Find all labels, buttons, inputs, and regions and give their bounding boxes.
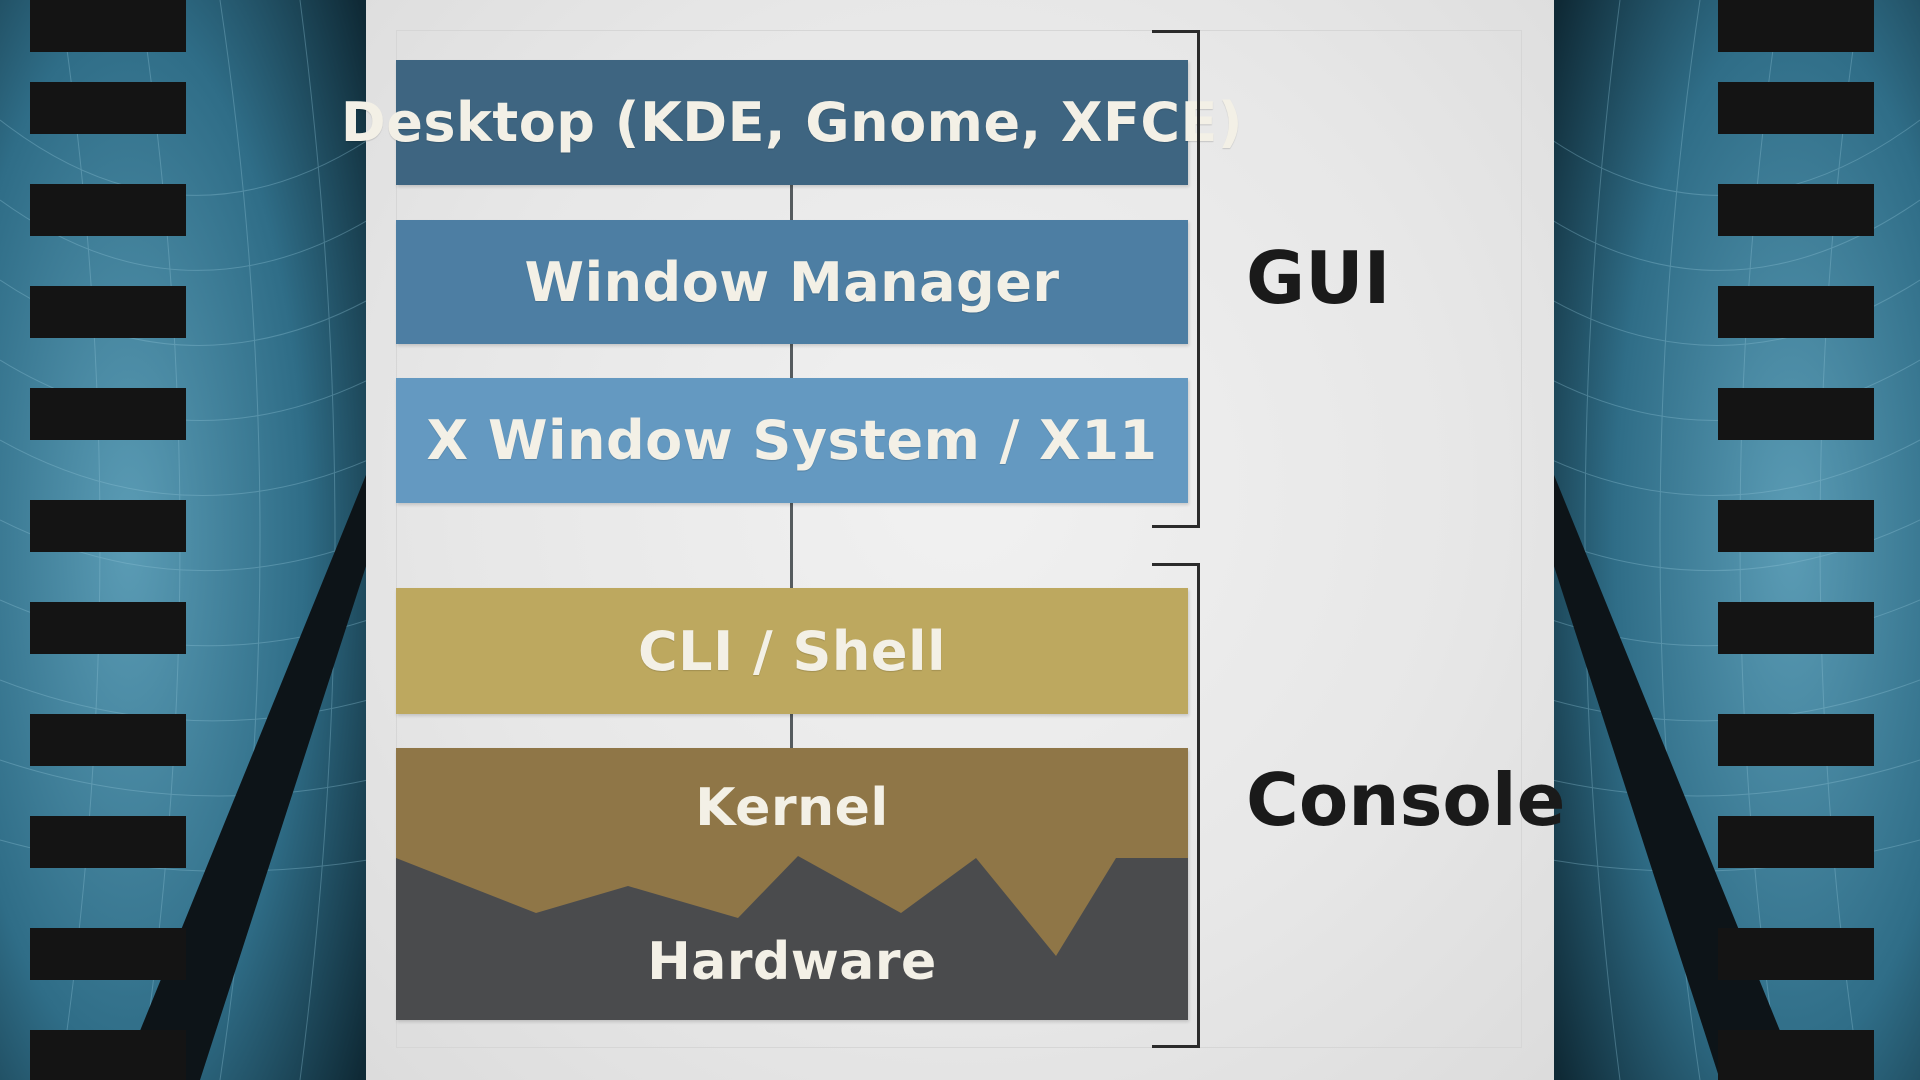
group-console-label: Console xyxy=(1246,758,1566,842)
slide-frame xyxy=(396,30,1522,1048)
connector-x11-cli xyxy=(790,500,793,590)
layer-x-window-system-label: X Window System / X11 xyxy=(426,409,1158,472)
layer-x-window-system: X Window System / X11 xyxy=(396,378,1188,503)
layer-window-manager: Window Manager xyxy=(396,220,1188,344)
diagram-slide: Desktop (KDE, Gnome, XFCE) Window Manage… xyxy=(341,0,1565,1080)
connector-wm-x11 xyxy=(790,342,793,380)
layer-kernel-label: Kernel xyxy=(695,778,889,838)
layer-cli-shell: CLI / Shell xyxy=(396,588,1188,714)
kernel-hardware-graphic xyxy=(396,748,1188,1020)
right-backdrop-graphic xyxy=(1552,0,1920,1080)
layer-cli-shell-label: CLI / Shell xyxy=(638,619,946,683)
connector-desktop-wm xyxy=(790,184,793,222)
layer-desktop-label: Desktop (KDE, Gnome, XFCE) xyxy=(340,91,1244,154)
hardware-area xyxy=(396,856,1188,1020)
layer-window-manager-label: Window Manager xyxy=(524,250,1060,314)
layer-kernel-hardware: Kernel Hardware xyxy=(396,748,1188,1020)
bracket-console xyxy=(1152,563,1200,1048)
left-backdrop-graphic xyxy=(0,0,368,1080)
layer-hardware-label: Hardware xyxy=(647,932,937,992)
bracket-gui xyxy=(1152,30,1200,528)
group-gui-label: GUI xyxy=(1246,236,1391,320)
layer-desktop: Desktop (KDE, Gnome, XFCE) xyxy=(341,60,1243,185)
connector-cli-kernel xyxy=(790,712,793,750)
